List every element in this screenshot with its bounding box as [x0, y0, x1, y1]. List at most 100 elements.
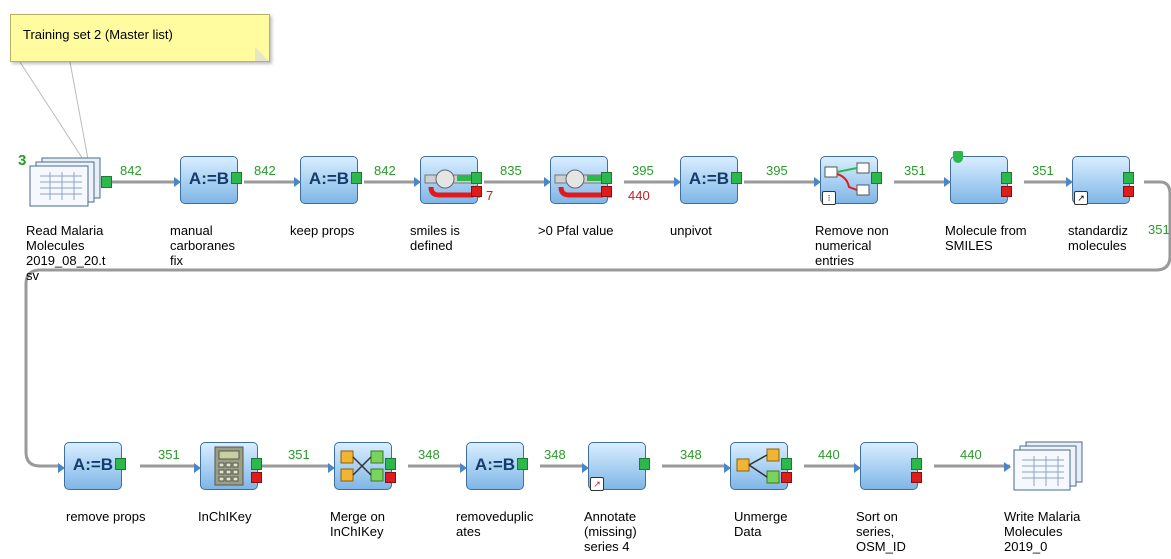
node-label: removeduplic ates	[456, 509, 534, 539]
fail-port[interactable]	[781, 472, 792, 483]
input-port[interactable]	[1066, 177, 1073, 187]
fail-port[interactable]	[601, 186, 612, 197]
node-label: InChIKey	[198, 509, 252, 524]
assign-icon: A:=B	[308, 169, 350, 188]
edge-count-14: 348	[680, 447, 702, 462]
document-stack-icon	[29, 157, 101, 207]
output-port[interactable]	[351, 172, 362, 184]
sort-on-series-node[interactable]	[854, 442, 922, 490]
node-label: remove props	[66, 509, 146, 524]
switch-icon	[824, 162, 870, 196]
write-malaria-molecules-node[interactable]	[1004, 440, 1086, 494]
filter-pipe-icon	[554, 169, 604, 198]
edge-count-6: 395	[766, 163, 788, 178]
node-label: Annotate (missing) series 4	[584, 509, 637, 554]
output-port[interactable]	[251, 458, 262, 470]
fail-port[interactable]	[1123, 186, 1134, 197]
output-port[interactable]	[601, 172, 612, 184]
input-port[interactable]	[724, 463, 731, 473]
output-port[interactable]	[781, 458, 792, 470]
output-port[interactable]	[471, 172, 482, 184]
filter-pipe-icon	[424, 169, 474, 198]
input-port[interactable]	[294, 177, 301, 187]
node-label: Sort on series, OSM_ID	[856, 509, 906, 554]
row-1-connections	[24, 180, 1171, 468]
note-fold-icon	[255, 47, 269, 61]
input-port[interactable]	[582, 463, 589, 473]
node-label: Remove non numerical entries	[815, 223, 889, 268]
input-port[interactable]	[814, 177, 821, 187]
edge-count-8: 351	[1032, 163, 1054, 178]
pfal-value-node[interactable]	[544, 156, 612, 204]
unpivot-node[interactable]: A:=B	[674, 156, 742, 204]
edge-count-1: 842	[120, 163, 142, 178]
standardize-molecules-node[interactable]: ↗	[1066, 156, 1134, 205]
output-port[interactable]	[101, 176, 112, 188]
edge-count-5: 395	[632, 163, 654, 178]
fail-port[interactable]	[1001, 186, 1012, 197]
input-port[interactable]	[328, 463, 335, 473]
smiles-is-defined-node[interactable]	[414, 156, 482, 204]
output-port[interactable]	[1001, 172, 1012, 184]
node-label: Read Malaria Molecules 2019_08_20.t sv	[26, 223, 106, 283]
node-label: standardiz molecules	[1068, 223, 1128, 253]
edge-count-13: 348	[544, 447, 566, 462]
fail-port[interactable]	[251, 472, 262, 483]
input-port[interactable]	[674, 177, 681, 187]
fail-port[interactable]	[385, 472, 396, 483]
edge-count-5-fail: 440	[628, 188, 650, 203]
input-port[interactable]	[174, 177, 181, 187]
input-port[interactable]	[1004, 462, 1011, 472]
edge-count-2: 842	[254, 163, 276, 178]
removeduplicates-node[interactable]: A:=B	[460, 442, 528, 490]
shortcut-badge-icon: ↗	[1074, 191, 1088, 205]
node-label: keep props	[290, 223, 355, 238]
edge-count-11: 351	[288, 447, 310, 462]
node-label: manual carboranes fix	[170, 223, 236, 268]
output-port[interactable]	[1123, 172, 1134, 184]
inchikey-node[interactable]	[194, 442, 262, 490]
input-port[interactable]	[544, 177, 551, 187]
remove-props-node[interactable]: A:=B	[58, 442, 126, 490]
assign-icon: A:=B	[474, 455, 516, 474]
read-malaria-molecules-node[interactable]	[28, 156, 112, 208]
node-label: Merge on InChIKey	[330, 509, 385, 539]
edge-count-15: 440	[818, 447, 840, 462]
remove-non-numerical-node[interactable]: ⁝	[814, 156, 882, 205]
fail-port[interactable]	[911, 472, 922, 483]
annotate-missing-series-node[interactable]: ↗	[582, 442, 650, 491]
note-connector	[69, 61, 91, 171]
molecule-from-smiles-node[interactable]	[944, 151, 1012, 204]
input-port[interactable]	[414, 177, 421, 187]
input-port[interactable]	[944, 177, 951, 187]
keep-props-node[interactable]: A:=B	[294, 156, 362, 204]
output-port[interactable]	[639, 458, 650, 470]
input-port[interactable]	[194, 463, 201, 473]
output-port[interactable]	[517, 458, 528, 470]
merge-on-inchikey-node[interactable]	[328, 442, 396, 490]
output-port[interactable]	[385, 458, 396, 470]
output-port[interactable]	[115, 458, 126, 470]
node-label: Molecule from SMILES	[945, 223, 1027, 253]
manual-carboranes-fix-node[interactable]: A:=B	[174, 156, 242, 204]
workflow-note[interactable]: Training set 2 (Master list)	[10, 14, 270, 62]
output-port[interactable]	[731, 172, 742, 184]
assign-icon: A:=B	[72, 455, 114, 474]
edge-count-12: 348	[418, 447, 440, 462]
input-port[interactable]	[58, 463, 65, 473]
shortcut-badge-icon: ↗	[590, 477, 604, 491]
node-label: >0 Pfal value	[538, 223, 614, 238]
output-port[interactable]	[911, 458, 922, 470]
unmerge-data-node[interactable]	[724, 442, 792, 490]
note-text: Training set 2 (Master list)	[23, 27, 173, 42]
output-port[interactable]	[231, 172, 242, 184]
edge-count-7: 351	[904, 163, 926, 178]
edge-count-3: 842	[374, 163, 396, 178]
node-label: Write Malaria Molecules 2019_0	[1004, 509, 1081, 554]
output-port[interactable]	[871, 172, 882, 184]
edge-count-4-fail: 7	[486, 188, 494, 203]
assign-icon: A:=B	[188, 169, 230, 188]
fail-port[interactable]	[471, 186, 482, 197]
input-port[interactable]	[854, 463, 861, 473]
input-port[interactable]	[460, 463, 467, 473]
